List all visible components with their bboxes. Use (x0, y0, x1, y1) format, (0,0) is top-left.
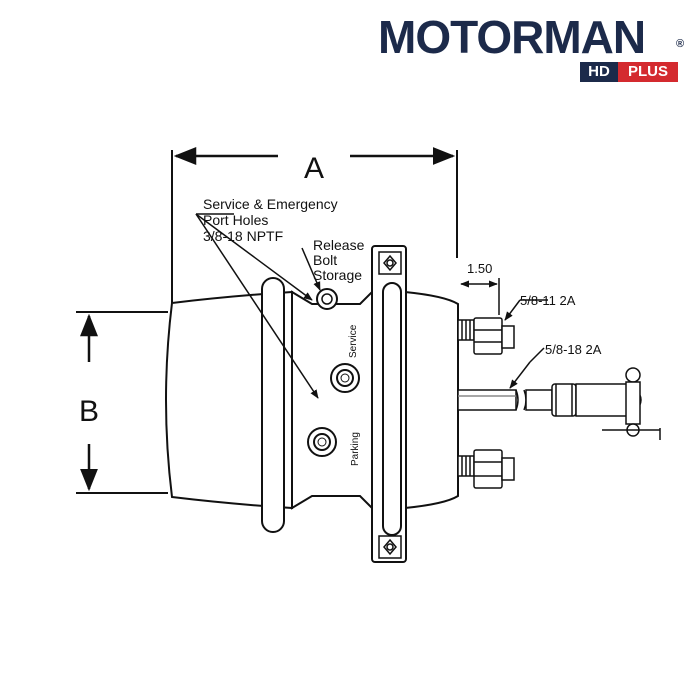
offset-dimension-label: 1.50 (467, 261, 492, 276)
logo-wordmark: MOTORMAN (378, 11, 646, 63)
dimension-a (171, 147, 458, 303)
logo-badge-hd: HD (580, 62, 618, 82)
parking-port (307, 427, 337, 457)
mounting-stud-top (457, 317, 515, 355)
clevis (551, 367, 661, 440)
service-port (330, 363, 360, 393)
registered-mark: ® (676, 38, 685, 50)
port-holes-line-3: 3/8-18 NPTF (203, 228, 283, 244)
motorman-logo: MOTORMAN ® HD PLUS (378, 11, 690, 82)
release-bolt-callout: Release Bolt Storage (313, 237, 365, 283)
dimension-b-label: B (79, 395, 99, 428)
offset-dimension (460, 278, 500, 315)
dimension-b (76, 311, 168, 494)
logo-badge-plus: PLUS (618, 62, 678, 82)
push-rod (457, 389, 553, 411)
port-holes-line-1: Service & Emergency (203, 196, 338, 212)
chamber-body (165, 245, 459, 563)
clamp-bolt-bottom (378, 535, 402, 559)
pushrod-thread-label: 5/8-18 2A (545, 342, 602, 357)
stud-thread-label: 5/8-11 2A (520, 293, 576, 308)
release-bolt-line-1: Release (313, 237, 365, 253)
clamp-bolt-top (378, 251, 402, 275)
dimension-a-label: A (304, 152, 324, 185)
mounting-stud-bottom (457, 449, 515, 489)
release-bolt-port (316, 288, 338, 310)
release-bolt-line-3: Storage (313, 267, 362, 283)
port-holes-line-2: Port Holes (203, 212, 268, 228)
leader-lines (195, 213, 548, 399)
service-port-label: Service (348, 324, 359, 358)
release-bolt-line-2: Bolt (313, 252, 337, 268)
port-holes-callout: Service & Emergency Port Holes 3/8-18 NP… (203, 196, 338, 244)
parking-port-label: Parking (350, 432, 361, 466)
